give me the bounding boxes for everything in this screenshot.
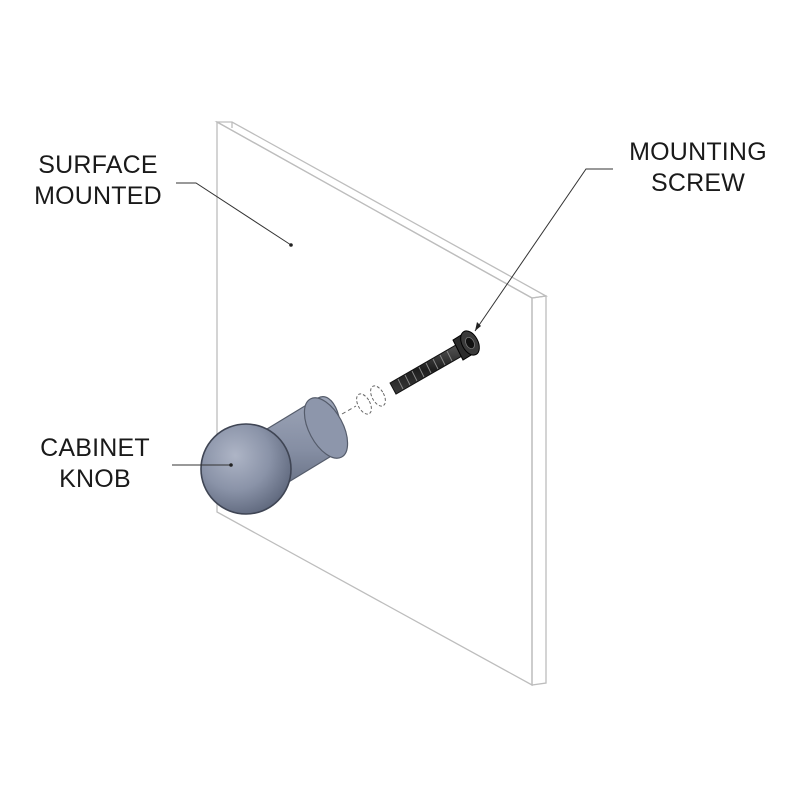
mounting-screw [389,330,480,395]
label-screw-line1: MOUNTING [629,138,767,166]
knob-ball [200,423,292,515]
label-mounting-screw: MOUNTING SCREW [620,137,776,199]
label-surface-mounted: SURFACE MOUNTED [30,150,166,212]
label-screw-line2: SCREW [650,169,746,197]
leader-surface [176,182,292,246]
label-surface-line1: SURFACE [38,151,158,179]
leader-screw [474,168,613,332]
label-knob-line2: KNOB [59,465,131,493]
label-knob-line1: CABINET [40,434,150,462]
leader-endpoints [229,243,481,467]
surface-panel [214,120,549,687]
leader-lines [172,168,613,466]
hole-indicator [341,385,386,415]
label-cabinet-knob: CABINET KNOB [40,433,150,495]
label-surface-line2: MOUNTED [34,182,162,210]
